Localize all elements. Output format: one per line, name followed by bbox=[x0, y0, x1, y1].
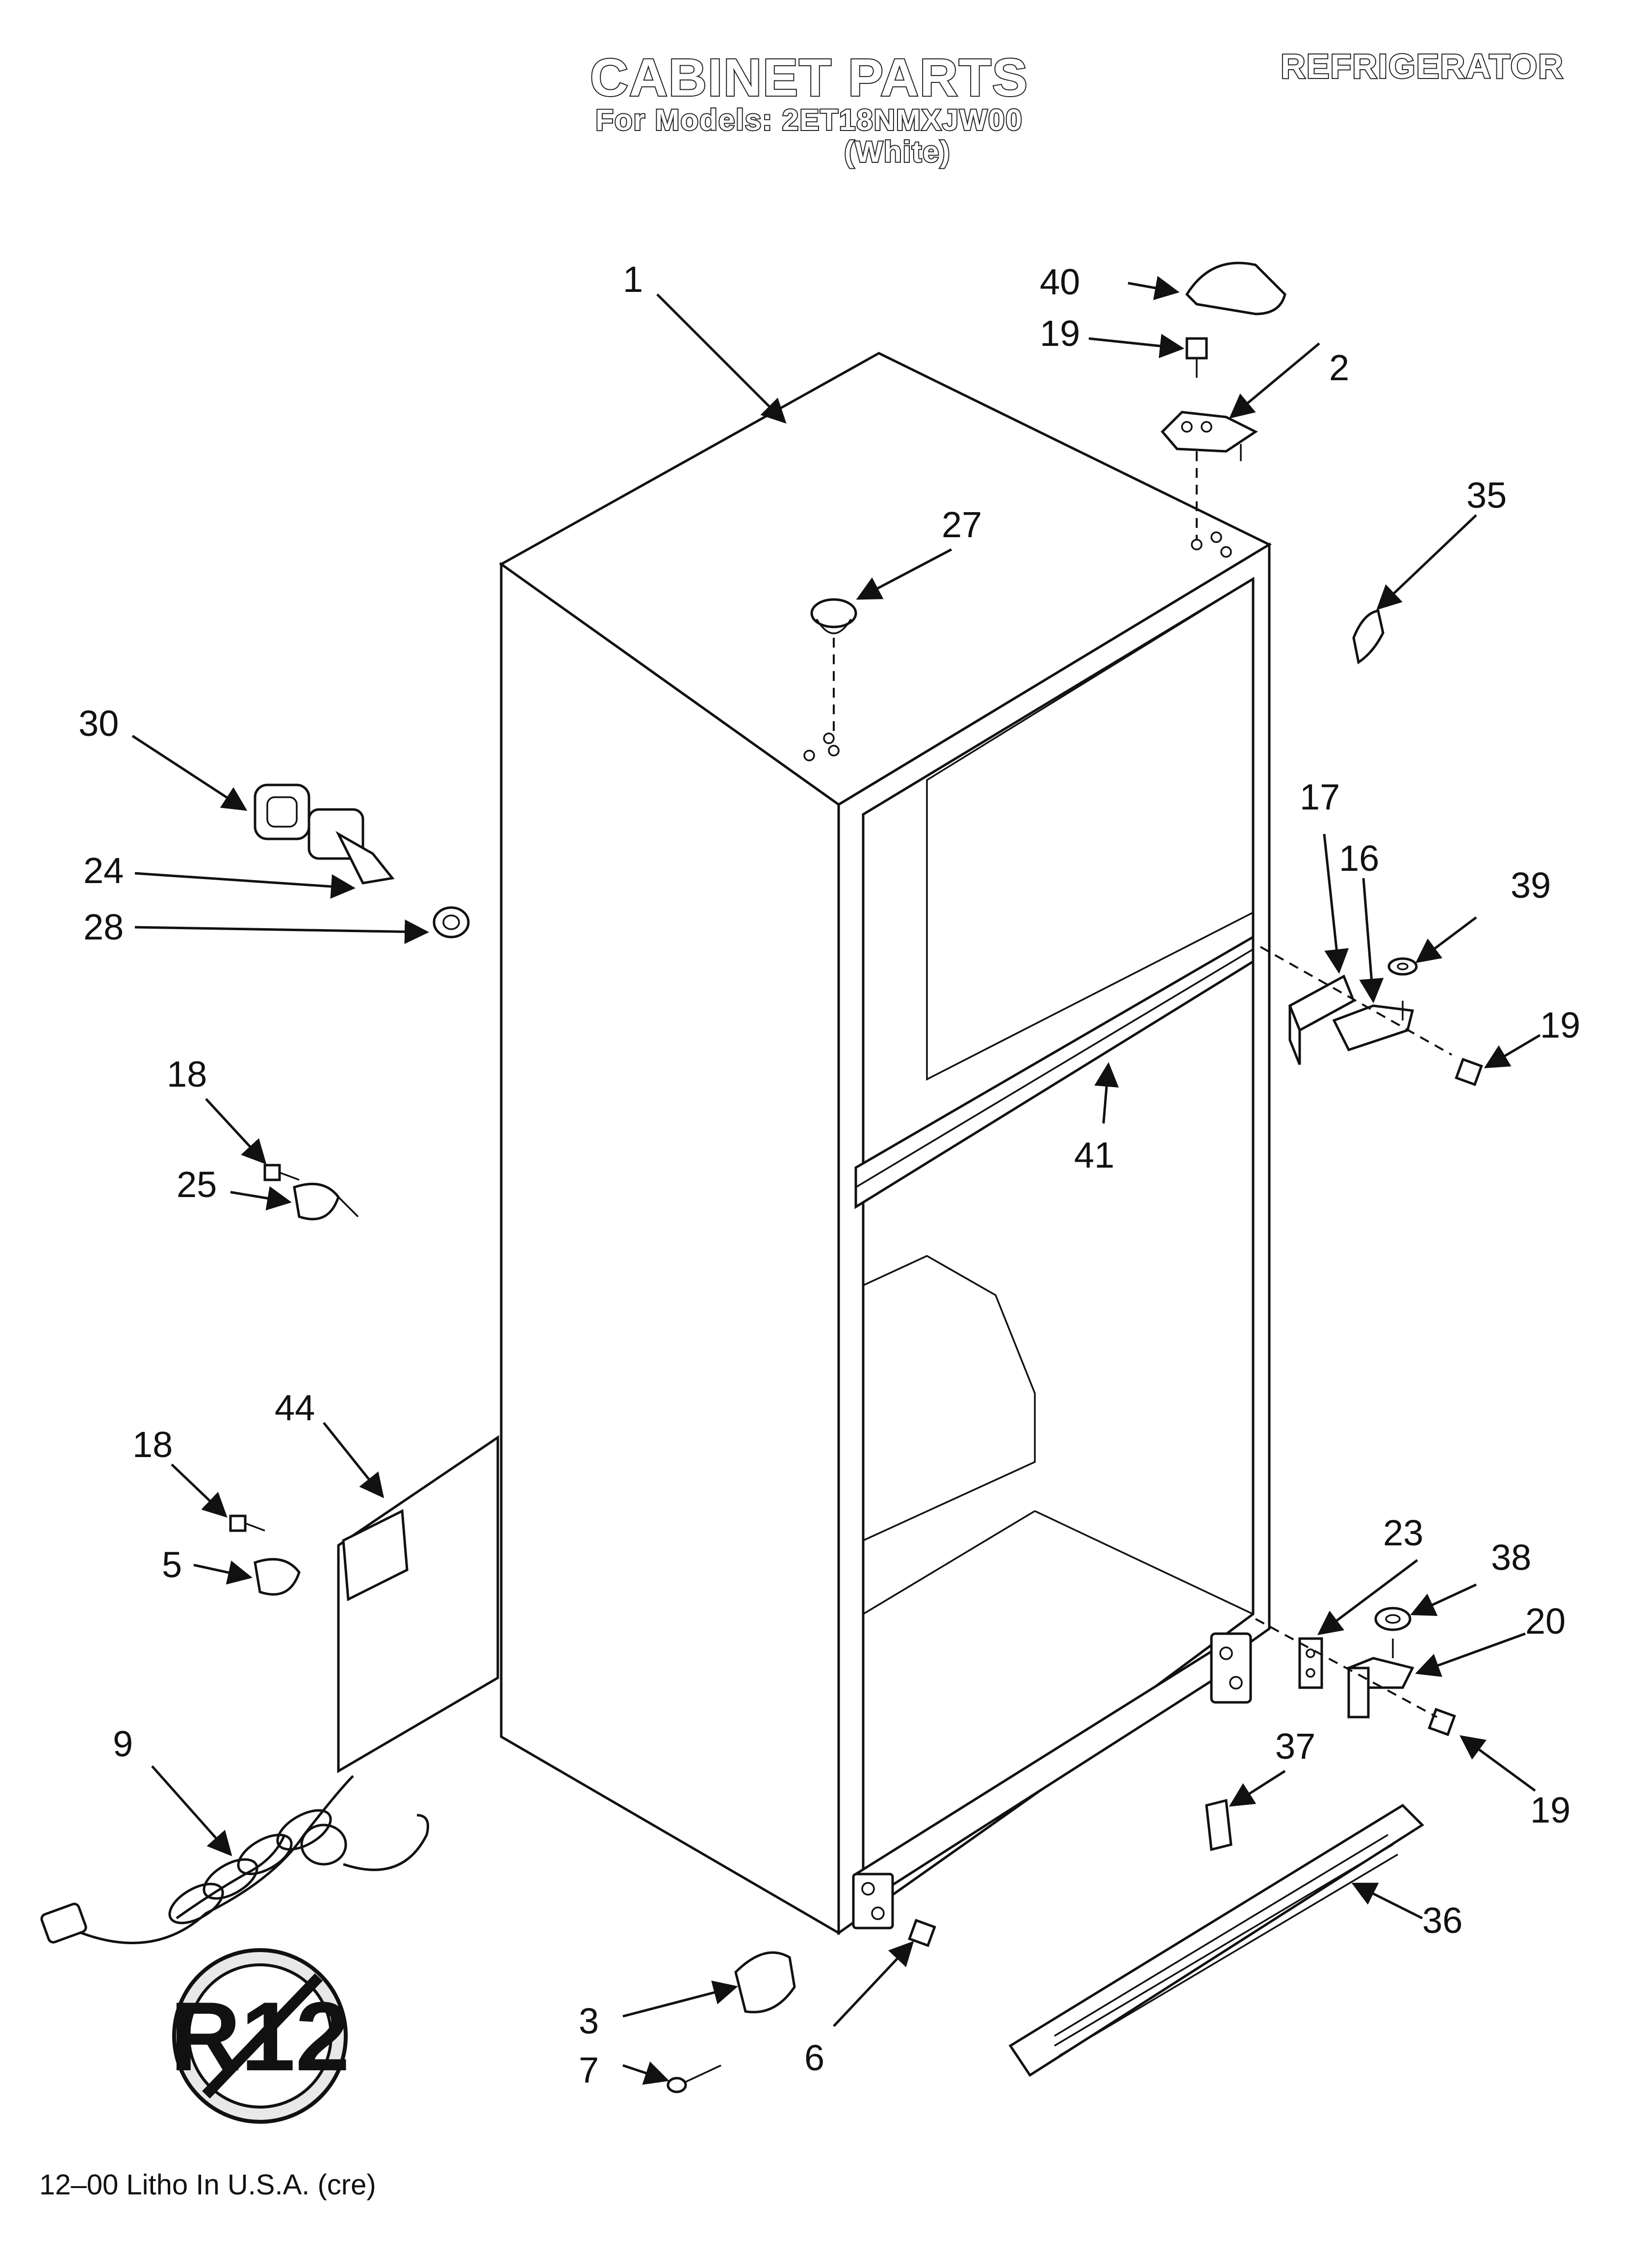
callout-38: 38 bbox=[1491, 1537, 1531, 1578]
callout-18-lower: 18 bbox=[132, 1424, 173, 1465]
leveling-screw bbox=[908, 1919, 936, 1947]
leveling-leg bbox=[734, 1951, 796, 2013]
callout-27: 27 bbox=[942, 504, 982, 545]
callout-41: 41 bbox=[1074, 1135, 1114, 1175]
control-shaft bbox=[308, 808, 395, 885]
callout-19-lower: 19 bbox=[1530, 1790, 1570, 1830]
callout-labels: 1 2 3 5 6 7 9 16 17 18 18 19 19 19 20 23… bbox=[78, 259, 1580, 2090]
callout-2: 2 bbox=[1329, 347, 1349, 388]
hinge-washer-upper bbox=[1387, 957, 1418, 976]
top-holes bbox=[803, 531, 1232, 761]
hinge-cover bbox=[1185, 261, 1286, 315]
callout-5: 5 bbox=[162, 1544, 182, 1585]
callout-23: 23 bbox=[1383, 1512, 1423, 1553]
cord-clamp-lower bbox=[254, 1558, 301, 1596]
plug-button bbox=[810, 598, 857, 736]
lower-hinge-screw bbox=[1428, 1708, 1456, 1736]
callout-16: 16 bbox=[1339, 838, 1379, 879]
callout-7: 7 bbox=[579, 2050, 599, 2090]
callout-1: 1 bbox=[623, 259, 643, 300]
callout-25: 25 bbox=[177, 1164, 217, 1205]
callout-39: 39 bbox=[1511, 865, 1551, 906]
callout-20: 20 bbox=[1525, 1601, 1565, 1642]
model-color: (White) bbox=[843, 134, 951, 169]
callout-9: 9 bbox=[113, 1723, 133, 1764]
callout-24: 24 bbox=[83, 850, 124, 891]
callout-30: 30 bbox=[78, 703, 119, 744]
callout-19-center: 19 bbox=[1540, 1005, 1580, 1045]
lower-hinge-bracket bbox=[1210, 1632, 1252, 1704]
cord-clamp-upper bbox=[293, 1182, 359, 1221]
callout-44: 44 bbox=[275, 1387, 315, 1428]
model-subtitle: For Models: 2ET18NMXJW00 bbox=[594, 103, 1023, 137]
power-cord bbox=[40, 1775, 429, 1944]
callout-40: 40 bbox=[1040, 261, 1080, 302]
grille-clip bbox=[1205, 1799, 1232, 1851]
clamp-screw-lower bbox=[229, 1514, 265, 1532]
clamp-screw-upper bbox=[263, 1164, 300, 1181]
callout-17: 17 bbox=[1300, 777, 1340, 817]
category-label: REFRIGERATOR bbox=[1280, 46, 1564, 86]
callout-3: 3 bbox=[579, 2001, 599, 2041]
top-hinge-screw bbox=[1185, 337, 1208, 378]
cabinet-body bbox=[499, 352, 1272, 1935]
leader-arrows bbox=[131, 276, 1541, 2085]
hinge-shim bbox=[1298, 1637, 1323, 1689]
center-hinge-screw bbox=[1455, 1058, 1483, 1086]
callout-35: 35 bbox=[1466, 475, 1507, 516]
diagram-title: CABINET PARTS bbox=[589, 47, 1028, 108]
thermostat-knob-bezel bbox=[254, 783, 310, 840]
lower-hinge bbox=[1347, 1639, 1414, 1719]
no-r12-badge: R12 bbox=[170, 1948, 350, 2124]
leg-pin bbox=[667, 2064, 721, 2093]
callout-18-upper: 18 bbox=[167, 1054, 207, 1095]
top-hinge bbox=[1160, 411, 1258, 540]
hinge-clip bbox=[1352, 609, 1385, 665]
litho-footer: 12–00 Litho In U.S.A. (cre) bbox=[39, 2169, 376, 2201]
back-panel bbox=[337, 1435, 499, 1773]
callout-36: 36 bbox=[1422, 1900, 1462, 1941]
center-rail bbox=[854, 935, 1255, 1209]
toe-grille bbox=[1008, 1803, 1424, 2077]
leveling-plate bbox=[852, 1873, 894, 1929]
callout-19-top: 19 bbox=[1040, 313, 1080, 354]
callout-37: 37 bbox=[1275, 1726, 1315, 1767]
callout-6: 6 bbox=[804, 2037, 824, 2078]
callout-28: 28 bbox=[83, 907, 124, 947]
hinge-washer-lower bbox=[1374, 1607, 1411, 1631]
center-hinge bbox=[1332, 1001, 1414, 1052]
shaft-bushing bbox=[433, 906, 470, 938]
